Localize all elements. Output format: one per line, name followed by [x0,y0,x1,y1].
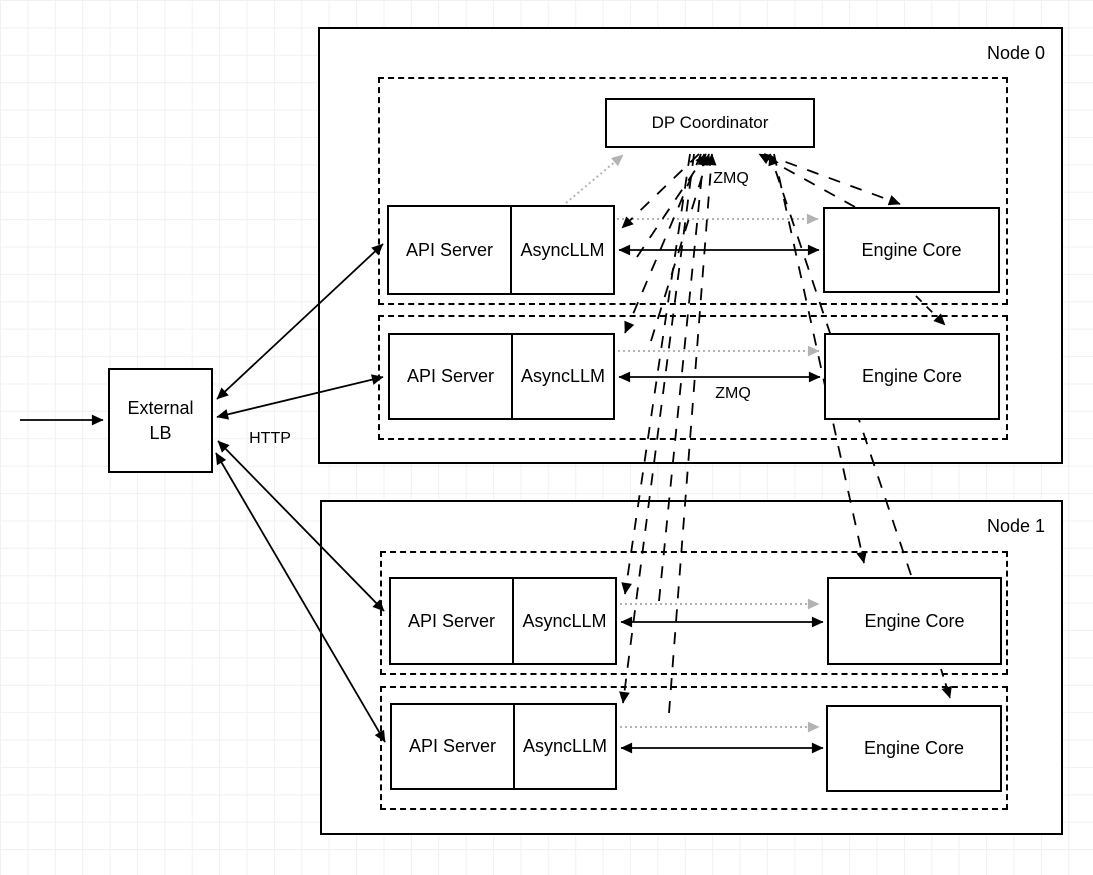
api-server-label-n1r0: API Server [391,579,514,663]
api-server-label-n0r1: API Server [390,335,513,418]
api-asyncllm-box-n1r0: API Server AsyncLLM [389,577,617,665]
engine-core-box-n1r1: Engine Core [826,705,1002,792]
api-server-label-n1r1: API Server [392,705,515,788]
api-asyncllm-box-n1r1: API Server AsyncLLM [390,703,617,790]
engine-core-label-n0r1: Engine Core [861,366,963,386]
asyncllm-label-n1r1: AsyncLLM [522,736,608,756]
engine-core-box-n0r0: Engine Core [823,207,1000,293]
dp-coordinator-label: DP Coordinator [651,113,769,132]
node1-title: Node 1 [986,516,1045,536]
asyncllm-label-n0r1: AsyncLLM [520,366,606,386]
node0-title: Node 0 [986,43,1045,63]
api-asyncllm-box-n0r0: API Server AsyncLLM [387,205,615,295]
engine-core-label-n1r0: Engine Core [864,610,965,631]
external-lb-box: External LB [108,368,213,473]
api-asyncllm-box-n0r1: API Server AsyncLLM [388,333,615,420]
asyncllm-label-n0r0: AsyncLLM [520,239,605,260]
external-lb-label-line1: External [127,398,194,419]
engine-core-box-n0r1: Engine Core [824,333,1000,420]
api-server-label-n0r0: API Server [389,207,512,293]
dp-coordinator-box: DP Coordinator [605,98,815,148]
external-lb-label-line2: LB [149,422,172,443]
engine-core-label-n1r1: Engine Core [863,738,965,758]
engine-core-box-n1r0: Engine Core [827,577,1002,665]
asyncllm-label-n1r0: AsyncLLM [522,610,607,631]
engine-core-label-n0r0: Engine Core [861,239,962,260]
